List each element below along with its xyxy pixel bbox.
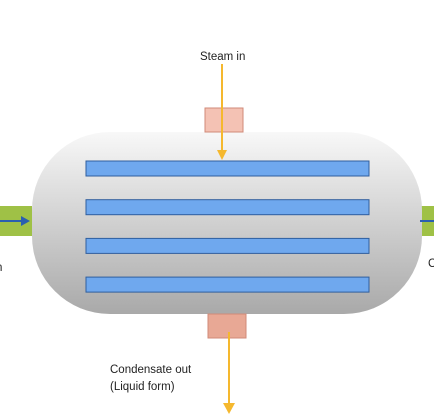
condensate-out-arrow: [223, 332, 235, 414]
tube-3: [85, 237, 370, 254]
tube-bundle: [85, 160, 370, 293]
condensate-outlet-nozzle: [207, 313, 247, 339]
inlet-flow-arrow: [0, 216, 30, 226]
steam-in-arrow: [217, 64, 227, 160]
steam-inlet-nozzle: [204, 107, 244, 133]
inlet-label-fragment: n: [0, 260, 2, 277]
tube-4: [85, 276, 370, 293]
tube-2: [85, 199, 370, 216]
steam-in-label: Steam in: [200, 51, 246, 63]
tube-1: [85, 160, 370, 177]
outlet-label-fragment: C: [428, 258, 434, 270]
vessel-shell: [32, 132, 422, 314]
condensate-out-line1: Condensate out: [110, 364, 192, 376]
condensate-out-label: Condensate out (Liquid form): [110, 362, 191, 396]
condensate-out-line2: (Liquid form): [110, 381, 175, 393]
